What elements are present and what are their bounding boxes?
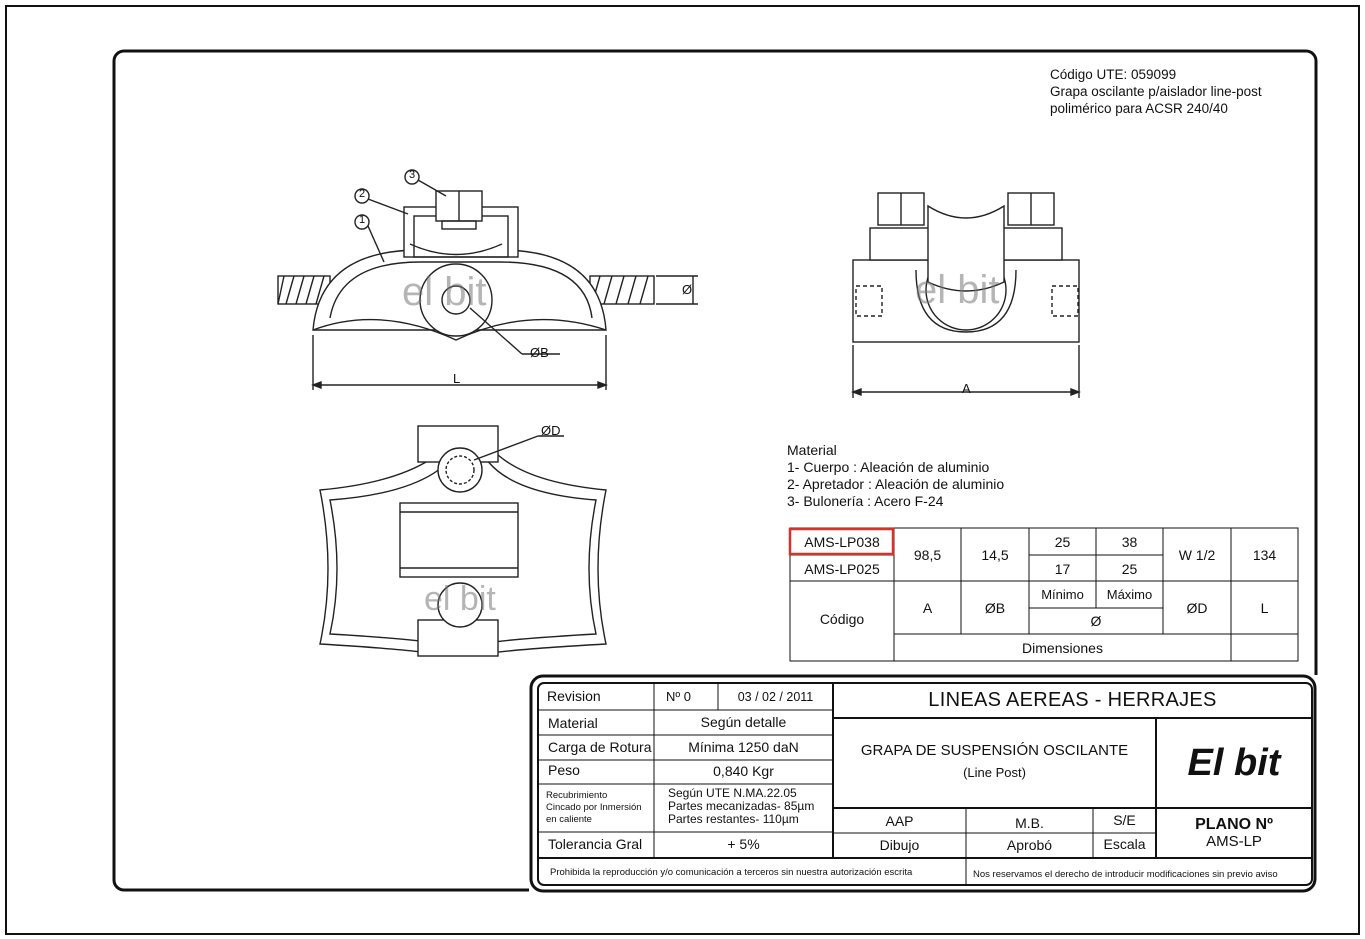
aprobo-value: M.B.: [1015, 815, 1044, 831]
callout-1: 1: [358, 214, 366, 226]
aprobo-label: Aprobó: [1006, 837, 1053, 853]
recub-label-2: Cincado por Inmersión: [546, 802, 642, 813]
cell-b-value: 14,5: [981, 547, 1009, 563]
material-item-1: 1- Cuerpo : Aleación de aluminio: [787, 459, 990, 475]
revision-date: 03 / 02 / 2011: [737, 690, 814, 704]
dimensions-table-grid: [789, 527, 1299, 662]
recubrimiento-value: Según UTE N.MA.22.05 Partes mecanizadas-…: [668, 787, 814, 826]
company-logo: El bit: [1187, 742, 1281, 784]
watermark-front: el bit: [915, 268, 1000, 312]
carga-label: Carga de Rotura: [548, 739, 652, 755]
callout-2: 2: [358, 188, 366, 200]
recub-value-3: Partes restantes- 110µm: [668, 812, 799, 826]
dibujo-value: AAP: [885, 813, 914, 829]
header-phi: Ø: [1090, 613, 1102, 629]
watermark-side: el bit: [402, 270, 487, 314]
row2-code: AMS-LP025: [804, 561, 880, 577]
row1-min: 25: [1054, 534, 1071, 550]
dim-l-label: L: [453, 371, 461, 386]
revision-number: Nº 0: [666, 689, 691, 704]
cell-a-value: 98,5: [913, 547, 942, 563]
recub-value-1: Según UTE N.MA.22.05: [668, 786, 797, 800]
callout-3: 3: [408, 169, 416, 181]
header-d: ØD: [1186, 600, 1208, 616]
cell-l-value: 134: [1252, 547, 1277, 563]
escala-label: Escala: [1103, 836, 1146, 852]
header-note: Código UTE: 059099 Grapa oscilante p/ais…: [1050, 66, 1262, 117]
recub-label-1: Recubrimiento: [546, 790, 608, 801]
dim-phi-label: Ø: [682, 282, 693, 297]
header-note-line2: Grapa oscilante p/aislador line-post: [1050, 84, 1262, 99]
header-l: L: [1260, 600, 1269, 616]
tolerancia-label: Tolerancia Gral: [548, 836, 643, 852]
peso-label: Peso: [548, 762, 580, 778]
title-block-grid: [538, 683, 1312, 885]
header-b: ØB: [984, 600, 1006, 616]
header-note-line1: Código UTE: 059099: [1050, 67, 1177, 82]
row1-max: 38: [1121, 534, 1138, 550]
material-value: Según detalle: [700, 714, 787, 730]
header-code: Código: [819, 611, 865, 627]
recub-value-2: Partes mecanizadas- 85µm: [668, 799, 815, 813]
material-label: Material: [548, 715, 598, 731]
recub-label-3: en caliente: [546, 814, 592, 825]
outer-frame: [5, 5, 1360, 935]
category-title: LINEAS AEREAS - HERRAJES: [928, 689, 1217, 711]
material-list: Material 1- Cuerpo : Aleación de alumini…: [787, 442, 1004, 510]
title-block-outline: [529, 674, 1317, 893]
header-max: Máximo: [1106, 587, 1153, 602]
top-view: [319, 425, 607, 657]
front-view: [851, 192, 1081, 398]
header-min: Mínimo: [1041, 587, 1084, 602]
header-a: A: [922, 600, 933, 616]
part-title: GRAPA DE SUSPENSIÓN OSCILANTE: [860, 742, 1129, 759]
dim-d-label: ØD: [541, 423, 561, 438]
recubrimiento-label: Recubrimiento Cincado por Inmersión en c…: [546, 790, 642, 826]
cell-d-value: W 1/2: [1178, 547, 1216, 563]
peso-value: 0,840 Kgr: [713, 763, 774, 779]
footer-left: Prohibida la reproducción y/o comunicaci…: [550, 867, 913, 878]
watermark-top: el bit: [424, 580, 496, 618]
dibujo-label: Dibujo: [879, 837, 920, 853]
material-heading: Material: [787, 442, 837, 458]
material-item-3: 3- Bulonería : Acero F-24: [787, 493, 944, 509]
row2-min: 17: [1054, 561, 1071, 577]
header-note-line3: polimérico para ACSR 240/40: [1050, 101, 1228, 116]
material-item-2: 2- Apretador : Aleación de aluminio: [787, 476, 1005, 492]
part-subtitle: (Line Post): [963, 765, 1026, 780]
carga-value: Mínima 1250 daN: [688, 739, 799, 755]
escala-value: S/E: [1113, 812, 1136, 828]
side-view: [277, 169, 698, 390]
row1-code: AMS-LP038: [804, 534, 880, 550]
plano-value: AMS-LP: [1206, 833, 1262, 850]
plano-label: PLANO Nº: [1195, 816, 1273, 833]
header-dimensions: Dimensiones: [1022, 640, 1103, 656]
dim-b-label: ØB: [530, 345, 549, 360]
revision-label: Revision: [547, 688, 601, 704]
dim-a-label: A: [962, 381, 971, 396]
tolerancia-value: + 5%: [727, 836, 760, 852]
row2-max: 25: [1121, 561, 1138, 577]
highlight-box: [788, 527, 895, 556]
footer-right: Nos reservamos el derecho de introducir …: [973, 869, 1278, 880]
